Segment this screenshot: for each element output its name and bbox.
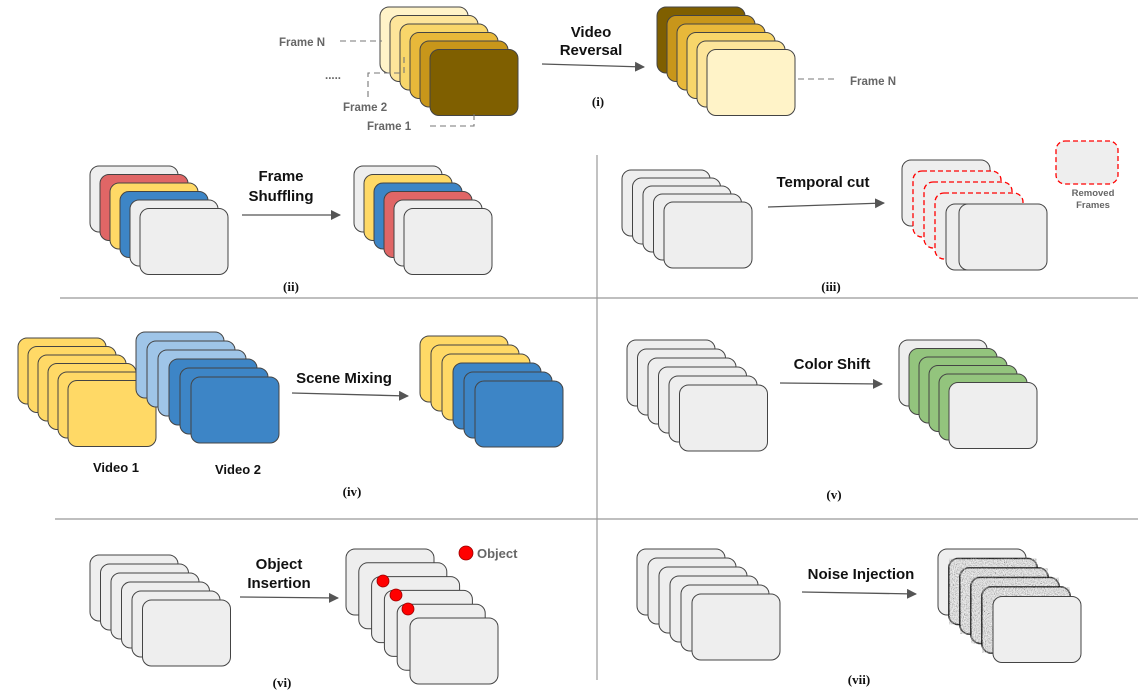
video-1-label: Video 1	[93, 460, 139, 475]
shuffling-numeral: (ii)	[283, 279, 299, 294]
object-numeral: (vi)	[273, 675, 292, 690]
mixing-video2-stack	[135, 331, 280, 444]
object-label-line2: Insertion	[247, 575, 310, 592]
removed-frames-legend-line2: Frames	[1076, 200, 1110, 211]
color-input-stack	[626, 339, 768, 452]
panel-video-reversal: Frame N ..... Frame 2 Frame 1 Frame N Vi…	[279, 6, 896, 133]
reversal-output-stack	[656, 6, 796, 116]
temporal-output-stack	[901, 159, 1048, 271]
panel-noise-injection: Noise Injection (vii)	[636, 548, 1082, 687]
frame-n-label-left: Frame N	[279, 37, 325, 49]
object-input-stack	[89, 554, 231, 667]
video-frame	[67, 380, 157, 447]
temporal-label: Temporal cut	[776, 174, 869, 191]
object-dot	[389, 588, 403, 602]
video-frame	[706, 49, 796, 116]
object-dot	[401, 602, 415, 616]
shuffling-output-stack	[353, 165, 493, 275]
panel-frame-shuffling: Frame Shuffling (ii)	[89, 165, 493, 294]
video-frame	[403, 208, 493, 275]
noise-label: Noise Injection	[808, 566, 915, 583]
section-dividers	[55, 155, 1138, 680]
shuffling-label-line2: Shuffling	[249, 188, 314, 205]
shuffling-label-line1: Frame	[258, 168, 303, 185]
object-label-line1: Object	[256, 556, 303, 573]
mixing-output-stack	[419, 335, 564, 448]
panel-object-insertion: Object Insertion Object (vi)	[89, 545, 518, 690]
video-frame	[992, 596, 1082, 663]
temporal-input-stack	[621, 169, 753, 269]
mixing-numeral: (iv)	[343, 484, 362, 499]
video-frame	[429, 49, 519, 116]
reversal-label-line1: Video	[571, 24, 612, 41]
video-frame	[142, 599, 231, 667]
mixing-label: Scene Mixing	[296, 370, 392, 387]
inserted-objects	[376, 574, 415, 616]
mixing-video1-stack	[17, 337, 157, 447]
color-label: Color Shift	[794, 356, 871, 373]
object-legend-label: Object	[477, 546, 518, 561]
video-frame	[190, 376, 280, 444]
panel-scene-mixing: Scene Mixing Video 1 Video 2 (iv)	[17, 331, 564, 499]
color-arrow	[779, 378, 883, 389]
video-frame	[663, 201, 753, 269]
removed-frames-legend-line1: Removed	[1072, 188, 1115, 199]
object-output-stack	[345, 548, 499, 685]
color-output-stack	[898, 339, 1038, 449]
video-frame	[691, 593, 781, 661]
object-arrow	[239, 592, 339, 603]
video-frame	[409, 617, 499, 685]
frame-1-label: Frame 1	[367, 121, 412, 133]
noise-numeral: (vii)	[848, 672, 870, 687]
panel-color-shift: Color Shift (v)	[626, 339, 1038, 502]
color-numeral: (v)	[826, 487, 841, 502]
ellipsis-label: .....	[325, 70, 341, 82]
reversal-input-stack	[379, 6, 519, 116]
video-frame	[958, 203, 1048, 271]
video-2-label: Video 2	[215, 462, 261, 477]
removed-frames-legend-swatch	[1055, 140, 1119, 185]
reversal-numeral: (i)	[592, 94, 604, 109]
shuffling-input-stack	[89, 165, 229, 275]
object-dot	[376, 574, 390, 588]
reversal-arrow	[541, 61, 645, 72]
video-frame	[474, 380, 564, 448]
temporal-arrow	[767, 198, 885, 209]
frame-2-label: Frame 2	[343, 102, 387, 114]
frame-n-label-right: Frame N	[850, 76, 896, 88]
temporal-numeral: (iii)	[821, 279, 841, 294]
reversal-label-line2: Reversal	[560, 42, 623, 59]
video-frame	[948, 382, 1038, 449]
mixing-arrow	[291, 390, 409, 401]
object-legend-dot-icon	[458, 545, 474, 561]
noise-output-stack	[937, 548, 1082, 663]
noise-arrow	[801, 588, 917, 599]
video-frame	[139, 208, 229, 275]
panel-temporal-cut: Temporal cut Removed Frames (iii)	[621, 140, 1119, 294]
video-frame	[679, 384, 768, 452]
reversal-leader-lines	[340, 40, 838, 127]
noise-input-stack	[636, 548, 781, 661]
